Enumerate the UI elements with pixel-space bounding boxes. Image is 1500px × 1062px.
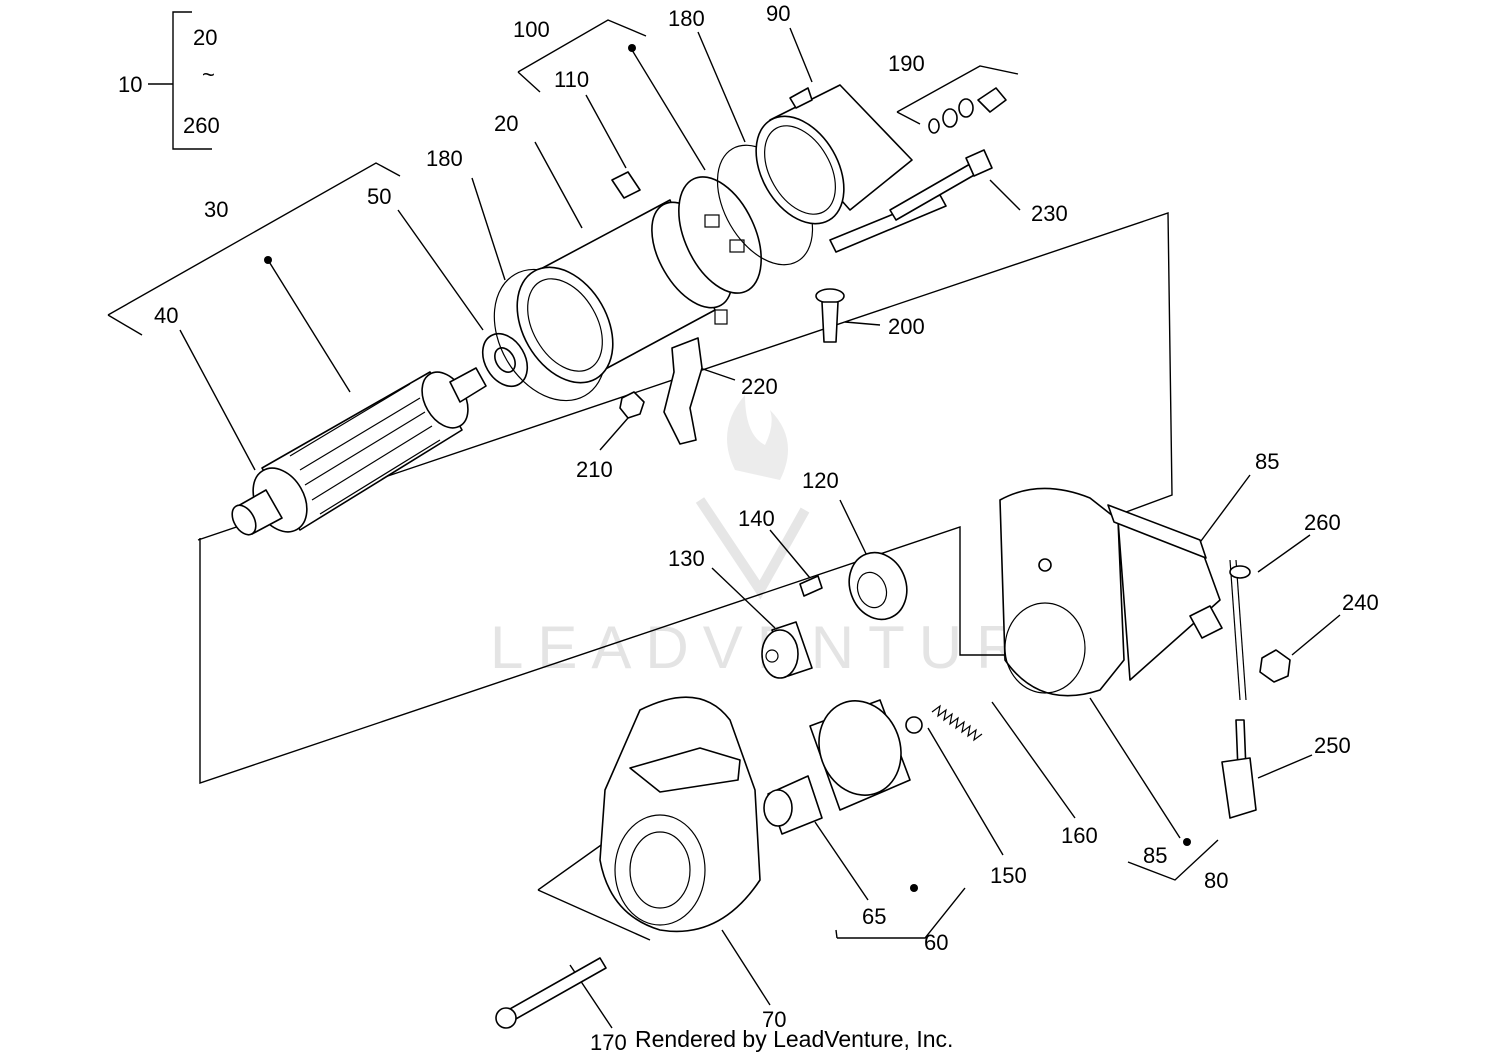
label-80: 80 xyxy=(1204,868,1228,893)
label-90: 90 xyxy=(766,1,790,26)
label-20: 20 xyxy=(494,111,518,136)
label-140: 140 xyxy=(738,506,775,531)
label-85-top: 85 xyxy=(1255,449,1279,474)
label-10: 10 xyxy=(118,72,142,97)
label-85-bottom: 85 xyxy=(1143,843,1167,868)
pinion-clutch-part xyxy=(763,699,911,835)
bracket-30 xyxy=(107,162,401,336)
label-60: 60 xyxy=(924,930,948,955)
label-160: 160 xyxy=(1061,823,1098,848)
armature-part xyxy=(231,367,487,536)
label-120: 120 xyxy=(802,468,839,493)
label-20-top: 20 xyxy=(193,25,217,50)
label-230: 230 xyxy=(1031,201,1068,226)
label-50: 50 xyxy=(367,184,391,209)
label-65: 65 xyxy=(862,904,886,929)
leader-lines xyxy=(179,27,1341,1029)
terminal-connector-part xyxy=(1221,719,1257,819)
label-150: 150 xyxy=(990,863,1027,888)
label-220: 220 xyxy=(741,374,778,399)
label-240: 240 xyxy=(1342,590,1379,615)
terminal-hardware-part xyxy=(928,87,1007,134)
idler-gear-part xyxy=(848,551,908,621)
front-housing-part xyxy=(599,696,761,933)
label-180: 180 xyxy=(426,146,463,171)
bracket-190 xyxy=(896,65,1019,125)
bracket-60 xyxy=(835,887,966,939)
range-marker: ~ xyxy=(202,62,215,87)
clip-part xyxy=(611,171,641,199)
label-190: 190 xyxy=(888,51,925,76)
pin-part xyxy=(799,575,823,597)
through-bolt-bottom-part xyxy=(495,957,607,1029)
label-260-top: 260 xyxy=(183,113,220,138)
label-30: 30 xyxy=(204,197,228,222)
screw-part xyxy=(815,288,845,343)
assembly-bracket-10 xyxy=(148,11,212,150)
label-180-top: 180 xyxy=(668,6,705,31)
end-cover-part xyxy=(755,84,947,253)
label-110: 110 xyxy=(554,67,589,92)
nut-part xyxy=(619,391,645,419)
bracket-100 xyxy=(517,19,647,93)
bracket-80 xyxy=(1127,839,1219,881)
label-260: 260 xyxy=(1304,510,1341,535)
label-170: 170 xyxy=(590,1030,627,1055)
reference-dots xyxy=(264,44,1191,892)
through-bolt-top-part xyxy=(889,149,993,221)
label-250: 250 xyxy=(1314,733,1351,758)
render-credit: Rendered by LeadVenture, Inc. xyxy=(635,1026,954,1052)
lead-wire-part xyxy=(1229,559,1251,701)
label-200: 200 xyxy=(888,314,925,339)
label-130: 130 xyxy=(668,546,705,571)
sleeve-part xyxy=(761,621,813,679)
spring-part xyxy=(931,704,983,742)
label-70: 70 xyxy=(762,1007,786,1032)
gear-housing-part xyxy=(999,487,1223,697)
label-100: 100 xyxy=(513,17,550,42)
brush-holder-part xyxy=(678,176,762,325)
lever-part xyxy=(663,337,703,445)
callout-labels: 10 20 260 100 110 180 90 190 20 180 30 5… xyxy=(118,1,1379,1055)
terminal-nut-part xyxy=(1259,649,1291,683)
label-210: 210 xyxy=(576,457,613,482)
ball-part xyxy=(905,716,923,734)
label-40: 40 xyxy=(154,303,178,328)
